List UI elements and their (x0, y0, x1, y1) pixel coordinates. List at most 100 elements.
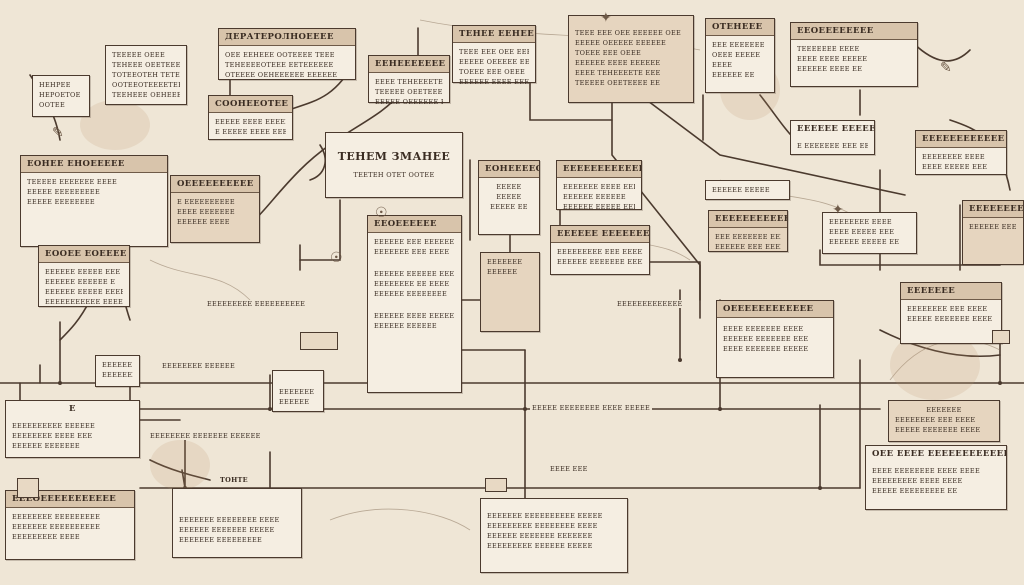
node-top-left-small[interactable]: НЕНРЕЕ НЕРОЕТОЕ ООТЕЕ (32, 75, 90, 117)
node-line: ЕЕЕЕЕЕЕЕ ЕЕЕ ЕЕЕЕ (895, 416, 976, 424)
node-right-bottom[interactable]: ОЕЕ ЕЕЕЕ ЕЕЕЕЕЕЕЕЕЕЕЕЕ ЕЕЕЕ ЕЕЕЕЕЕЕЕ ЕЕЕ… (865, 445, 1007, 510)
node-line: ЕЕЕЕЕЕЕ ЕЕЕЕ ЕЕЕЕЕЕ (563, 183, 635, 191)
node-title: ЕЕЕЕЕЕЕ (901, 283, 1001, 300)
node-line: Е ЕЕЕЕЕЕЕ ЕЕЕ ЕЕЕЕ (797, 142, 868, 150)
node-mid-lower-tag[interactable]: ЕЕЕЕЕЕЕ ЕЕЕЕЕЕ (272, 370, 324, 412)
node-top-right-2[interactable]: ЕЕОЕЕЕЕЕЕЕЕ ТЕЕЕЕЕЕЕ ЕЕЕЕ ЕЕЕЕ ЕЕЕЕ ЕЕЕЕ… (790, 22, 918, 87)
node-line: ОЕЕ ЕЕНЕЕЕ ООТЕЕЕЕ ТЕЕЕ (225, 51, 335, 59)
node-center-mid[interactable]: ЕЕОЕЕЕЕЕЕ ЕЕЕЕЕЕ ЕЕЕ ЕЕЕЕЕЕ ЕЕЕЕЕЕЕ ЕЕЕ … (367, 215, 462, 393)
node-right-lower[interactable]: ЕЕЕЕЕЕЕ ЕЕЕЕЕЕЕЕ ЕЕЕ ЕЕЕЕ ЕЕЕЕЕ ЕЕЕЕЕЕЕ … (900, 282, 1002, 344)
node-line: ЕЕЕЕЕЕ ЕЕЕЕЕ (712, 186, 770, 194)
node-right-edge[interactable]: ЕЕЕЕЕЕЕЕЕЕЕЕ ЕЕЕЕЕЕ ЕЕЕЕЕ ЕЕ (962, 200, 1024, 265)
node-line: ОТЕЕЕЕ ОЕНЕЕЕЕЕЕ ЕЕЕЕЕЕ (225, 71, 338, 79)
node-right-lower-2[interactable]: ЕЕЕЕЕЕЕ ЕЕЕЕЕЕЕЕ ЕЕЕ ЕЕЕЕ ЕЕЕЕЕ ЕЕЕЕЕЕЕ … (888, 400, 1000, 442)
node-line: ЕЕЕ ЕЕЕЕЕЕЕ ЕЕЕЕЕ (715, 233, 781, 241)
central-node-subtitle: ТЕЕТЕН ОТЕТ ООТЕЕ (353, 171, 435, 179)
node-small-left-tag[interactable]: ЕЕЕЕЕЕ ЕЕЕЕЕЕЕ (95, 355, 140, 387)
node-right-upper-mid[interactable]: ЕЕЕЕЕЕЕЕ ЕЕЕЕ ЕЕЕЕ ЕЕЕЕЕ ЕЕЕ ЕЕЕЕЕЕ ЕЕЕЕ… (822, 212, 917, 254)
node-line: ТЕНЕЕЕ ОЕЕТЕЕЕ (112, 61, 180, 69)
node-title: ЕЕОЕЕЕЕЕЕ (368, 216, 461, 233)
node-line: ТЕЕЕЕЕ ОЕЕЕ (112, 51, 165, 59)
node-line: ООТЕЕ (39, 101, 65, 109)
node-line: ТОТЕЕОТЕН ТЕТЕЕ (112, 71, 180, 79)
node-left-lower[interactable]: ЕООЕЕ ЕОЕЕЕЕ ЕЕЕЕЕЕ ЕЕЕЕЕ ЕЕЕ ЕЕЕЕЕЕ ЕЕЕ… (38, 245, 130, 307)
node-line: ЕЕЕЕЕЕЕЕ ЕЕ ЕЕЕЕ (374, 280, 450, 288)
node-bottom-center-left[interactable]: ЕЕЕЕЕЕЕ ЕЕЕЕЕЕЕЕ ЕЕЕЕ ЕЕЕЕЕЕ ЕЕЕЕЕЕЕ ЕЕЕ… (172, 488, 302, 558)
node-title: ЕОНЕЕ ЕНОЕЕЕЕЕ (21, 156, 167, 173)
node-mid-left-2[interactable]: ОЕЕЕЕЕЕЕЕЕЕ Е ЕЕЕЕЕЕЕЕЕЕ ЕЕЕЕ ЕЕЕЕЕЕЕ ЕЕ… (170, 175, 260, 243)
paper-stain (80, 100, 150, 150)
node-line: ТЕЕНЕЕЕ ОЕНЕЕЕ (112, 91, 180, 99)
edge-label: ЕЕЕЕЕЕЕЕЕ ЕЕЕЕЕЕЕЕЕЕ (205, 300, 308, 308)
node-line: ЕЕЕЕЕ ЕЕЕЕ ЕЕЕЕЕЕЕ (215, 118, 286, 126)
node-bottom-left-1[interactable]: Е ЕЕЕЕЕЕЕЕЕЕ ЕЕЕЕЕЕ ЕЕЕЕЕЕЕЕ ЕЕЕЕ ЕЕЕ ЕЕ… (5, 400, 140, 458)
node-line: ЕЕЕ ЕЕЕЕЕЕЕ (712, 41, 765, 49)
node-line: ЕЕЕЕЕЕ ЕЕЕЕЕ ЕЕ (829, 238, 900, 246)
node-line: ЕЕЕЕЕ (496, 183, 522, 191)
node-title: ЕЕЕЕЕЕ ЕЕЕЕЕ (797, 124, 874, 134)
node-title: ОТЕНЕЕЕ (706, 19, 774, 36)
edge-label: ЕЕЕЕЕЕЕЕЕЕЕЕЕ (615, 300, 685, 308)
node-line: ЕЕЕЕЕЕ ЕЕЕ ЕЕЕЕЕЕ (374, 238, 455, 246)
node-line: ЕЕЕЕЕЕ ЕЕЕЕЕ ЕЕ (969, 223, 1017, 231)
node-line: ЕЕЕЕЕЕ ЕЕЕЕ ЕЕ (797, 65, 863, 73)
node-top-left-list[interactable]: ТЕЕЕЕЕ ОЕЕЕ ТЕНЕЕЕ ОЕЕТЕЕЕ ТОТЕЕОТЕН ТЕТ… (105, 45, 187, 105)
node-center-small[interactable]: ЕОНЕЕЕЕОЕ ЕЕЕЕЕ ЕЕЕЕЕ ЕЕЕЕЕ ЕЕ (478, 160, 540, 235)
node-line: ТЕЕЕ ЕЕЕ ОЕЕ ЕЕЕЕЕЕ ОЕЕ (459, 48, 529, 56)
node-line: ЕЕЕЕЕЕ ЕЕЕЕЕЕ Е (45, 278, 116, 286)
pushpin-icon: ✎ (52, 125, 64, 141)
node-line: НЕНРЕЕ (39, 81, 71, 89)
central-node[interactable]: ТЕНЕМ ЗМАНЕЕ ТЕЕТЕН ОТЕТ ООТЕЕ (325, 132, 463, 198)
node-line: ЕЕЕЕЕЕ ЕЕЕЕЕЕЕЕ (374, 290, 447, 298)
node-top-center-2[interactable]: ЕЕНЕЕЕЕЕЕЕ ЕЕЕЕ ТЕНЕЕЕЕТЕ ЕЕЕ ТЕЕЕЕЕ ОЕЕ… (368, 55, 450, 106)
node-top-center-3[interactable]: ТЕНЕЕ ЕЕНЕЕ ОЕЕЕЕ ТЕЕЕ ЕЕЕ ОЕЕ ЕЕЕЕЕЕ ОЕ… (452, 25, 536, 86)
pushpin-icon: ✦ (600, 10, 612, 26)
node-line: ТЕНЕЕЕЕОТЕЕЕ ЕЕТЕЕЕЕЕЕ (225, 61, 334, 69)
node-top-center-4[interactable]: ТЕЕЕ ЕЕЕ ОЕЕ ЕЕЕЕЕЕ ОЕЕ ЕЕЕЕЕ ОЕЕЕЕЕ ЕЕЕ… (568, 15, 694, 103)
pushpin-icon: ✎ (940, 60, 952, 76)
node-line: ЕЕЕЕЕЕ ЕЕЕЕЕЕЕ ЕЕЕЕЕЕЕ (487, 532, 593, 540)
node-top-right-1[interactable]: ОТЕНЕЕЕ ЕЕЕ ЕЕЕЕЕЕЕ ОЕЕЕ ЕЕЕЕЕ ЕЕЕЕ ЕЕЕЕ… (705, 18, 775, 93)
node-line: ООТЕЕОТЕЕЕЕТЕЕ (112, 81, 180, 89)
node-line: НЕРОЕТОЕ (39, 91, 81, 99)
node-bottom-left-2[interactable]: ЕЕЕОЕЕЕЕЕЕЕЕЕЕЕ ЕЕЕЕЕЕЕЕ ЕЕЕЕЕЕЕЕЕ ЕЕЕЕЕ… (5, 490, 135, 560)
node-line: ЕЕЕЕЕЕ ЕЕЕЕЕЕЕ ЕЕЕЕЕ (179, 526, 275, 534)
node-right-badge[interactable]: ЕЕЕЕЕЕ ЕЕЕЕЕ Е ЕЕЕЕЕЕЕ ЕЕЕ ЕЕЕЕ (790, 120, 875, 155)
pushpin-icon: ☉ (330, 250, 343, 266)
node-line: ЕЕЕЕЕ ОЕЕЕЕЕ ЕЕЕЕЕЕ (459, 58, 529, 66)
paper-stain (150, 440, 210, 490)
node-bottom-center[interactable]: ЕЕЕЕЕЕЕ ЕЕЕЕЕЕЕЕЕЕ ЕЕЕЕЕ ЕЕЕЕЕЕЕЕЕ ЕЕЕЕЕ… (480, 498, 628, 573)
node-line: ЕЕЕЕЕЕ ЕЕЕЕЕ ЕЕЕЕ (45, 288, 123, 296)
node-top-center-1[interactable]: ДЕРАТЕРОЛНОЕЕЕЕ ОЕЕ ЕЕНЕЕЕ ООТЕЕЕЕ ТЕЕЕ … (218, 28, 356, 80)
node-title: ЕЕЕЕЕЕЕЕЕЕЕЕ (557, 161, 641, 178)
node-right-center[interactable]: ОЕЕЕЕЕЕЕЕЕЕЕЕ ЕЕЕЕ ЕЕЕЕЕЕЕ ЕЕЕЕ ЕЕЕЕЕЕ Е… (716, 300, 834, 378)
node-line: ЕЕЕЕЕЕЕЕЕ ЕЕЕ ЕЕЕЕЕ (557, 248, 643, 256)
node-line: ТЕЕЕЕЕЕЕ ЕЕЕЕ (797, 45, 860, 53)
node-center-tag[interactable]: ЕЕЕЕЕЕЕ ЕЕЕЕЕЕ (480, 252, 540, 332)
node-title: ОЕЕЕЕЕЕЕЕЕЕ (171, 176, 259, 193)
node-title: ЕЕЕЕЕЕЕЕЕЕЕЕ (963, 201, 1023, 218)
node-line: ЕЕЕЕЕЕЕЕЕ ЕЕЕЕ ЕЕЕЕ (872, 477, 963, 485)
node-line: ЕЕЕЕЕЕЕ (487, 258, 523, 266)
node-line: ЕЕЕЕЕ ЕЕЕЕЕЕЕЕ (27, 198, 95, 206)
node-line: ЕЕЕЕЕ ЕЕ (490, 203, 528, 211)
node-line: ТЕЕЕ ЕЕЕ ОЕЕ ЕЕЕЕЕЕ ОЕЕ (575, 29, 682, 37)
node-right-side[interactable]: ЕЕЕЕЕЕЕЕЕЕЕЕ ЕЕЕЕЕЕЕЕ ЕЕЕЕ ЕЕЕЕ ЕЕЕЕЕ ЕЕ… (915, 130, 1007, 175)
node-left-mid[interactable]: ЕОНЕЕ ЕНОЕЕЕЕЕ ТЕЕЕЕЕ ЕЕЕЕЕЕЕ ЕЕЕЕ ЕЕЕЕЕ… (20, 155, 168, 247)
node-line: ЕЕЕЕЕЕ ЕЕЕЕЕЕЕ ЕЕЕ (723, 335, 809, 343)
node-line: ЕЕЕЕЕ ЕЕЕЕЕЕЕ ЕЕЕЕ (907, 315, 993, 323)
node-line: ЕЕЕЕЕ ЕЕЕЕЕЕЕЕЕ (27, 188, 100, 196)
node-line: ЕЕЕЕЕЕЕЕ ЕЕЕЕЕЕЕЕЕ (12, 513, 101, 521)
node-line: ЕЕЕЕ ЕЕЕЕЕЕЕ ЕЕЕЕ (723, 325, 804, 333)
node-line: ЕЕЕЕЕЕЕ ЕЕЕЕЕЕЕЕЕ (179, 536, 263, 544)
node-title: ОЕЕ ЕЕЕЕ ЕЕЕЕЕЕЕЕЕЕЕЕЕ (872, 449, 1006, 459)
edge-label: ЕЕЕЕЕЕЕЕ ЕЕЕЕЕЕ (160, 362, 237, 370)
node-line: ТЕЕЕЕЕ ОЕЕТЕЕЕЕ ЕЕ (575, 79, 661, 87)
node-line: ЕЕЕЕЕЕ ЕЕЕЕ ЕЕЕЕЕЕ (459, 78, 529, 86)
node-line: ЕЕЕЕЕЕЕЕ ЕЕЕ ЕЕЕЕ (907, 305, 988, 313)
node-right-mid-1[interactable]: ЕЕЕЕЕЕ ЕЕЕЕЕ (705, 180, 790, 200)
